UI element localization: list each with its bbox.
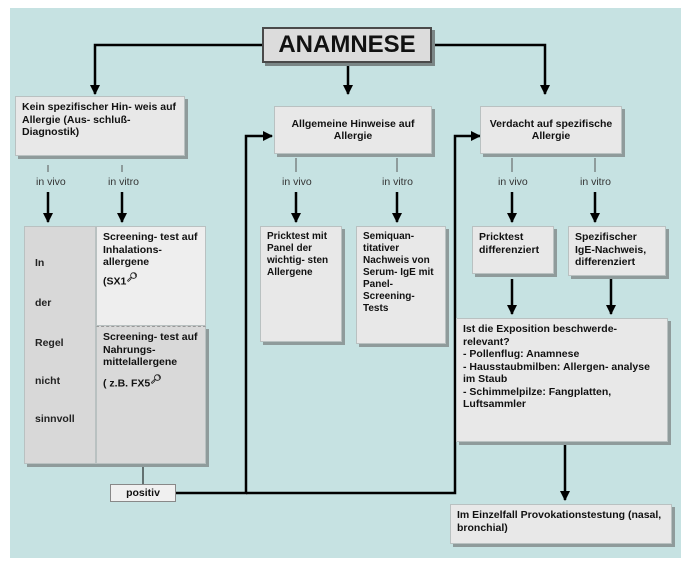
col3-header: Verdacht auf spezifische Allergie [480, 106, 622, 154]
exposition-box: Ist die Exposition beschwerde- relevant?… [456, 318, 668, 442]
exposition-item: - Schimmelpilze: Fangplatten, Luftsammle… [463, 385, 612, 411]
flowchart-canvas: ANAMNESE Kein spezifischer Hin- weis auf… [10, 8, 681, 558]
col2-header: Allgemeine Hinweise auf Allergie [274, 106, 432, 154]
line-positiv-to-col3 [246, 131, 481, 495]
col1-sinnvoll-box: In der Regel nicht sinnvoll [24, 226, 96, 464]
col3-in-vivo-label: in vivo [498, 176, 528, 188]
screening-food-code-text: ( z.B. FX5 [103, 377, 151, 389]
sinnvoll-word: nicht [35, 375, 61, 387]
screening-inhalation-box: Screening- test auf Inhalations- allerge… [96, 226, 206, 326]
col2-in-vitro-label: in vitro [382, 176, 413, 188]
col2-pricktest-box: Pricktest mit Panel der wichtig- sten Al… [260, 226, 342, 342]
sinnvoll-word: Regel [35, 337, 64, 349]
col2-semiquant-box: Semiquan- titativer Nachweis von Serum- … [356, 226, 446, 344]
screening-inhalation-code: (SX1🔎︎ [103, 271, 199, 288]
col3-in-vitro-label: in vitro [580, 176, 611, 188]
exposition-item: - Hausstaubmilben: Allergen- analyse im … [463, 360, 650, 386]
col1-in-vitro-label: in vitro [108, 176, 139, 188]
arrow-root-to-col3 [432, 43, 550, 95]
screening-inhalation-text: Screening- test auf Inhalations- allerge… [103, 231, 198, 268]
line-positiv-to-col2 [176, 131, 273, 495]
col1-header: Kein spezifischer Hin- weis auf Allergie… [15, 96, 185, 156]
magnifier-icon: 🔎︎ [150, 373, 162, 384]
sinnvoll-word: der [35, 297, 52, 309]
positiv-box: positiv [110, 484, 176, 502]
connector-lines [43, 43, 616, 501]
sinnvoll-word: sinnvoll [35, 413, 75, 425]
screening-food-box: Screening- test auf Nahrungs- mittelalle… [96, 326, 206, 464]
screening-food-text: Screening- test auf Nahrungs- mittelalle… [103, 331, 198, 368]
magnifier-icon: 🔎︎ [126, 271, 138, 282]
col3-pricktest-box: Pricktest differenziert [472, 226, 554, 274]
sinnvoll-word: In [35, 257, 45, 269]
exposition-title: Ist die Exposition beschwerde- relevant? [463, 323, 618, 348]
col1-in-vivo-label: in vivo [36, 176, 66, 188]
screening-food-code: ( z.B. FX5🔎︎ [103, 373, 199, 390]
arrow-root-to-col1 [90, 43, 262, 95]
col2-in-vivo-label: in vivo [282, 176, 312, 188]
col3-ige-box: Spezifischer IgE-Nachweis, differenziert [568, 226, 666, 276]
root-anamnese: ANAMNESE [262, 27, 432, 63]
screening-inhalation-code-text: (SX1 [103, 275, 127, 287]
provokation-box: Im Einzelfall Provokationstestung (nasal… [450, 504, 672, 544]
exposition-item: - Pollenflug: Anamnese [463, 348, 580, 360]
